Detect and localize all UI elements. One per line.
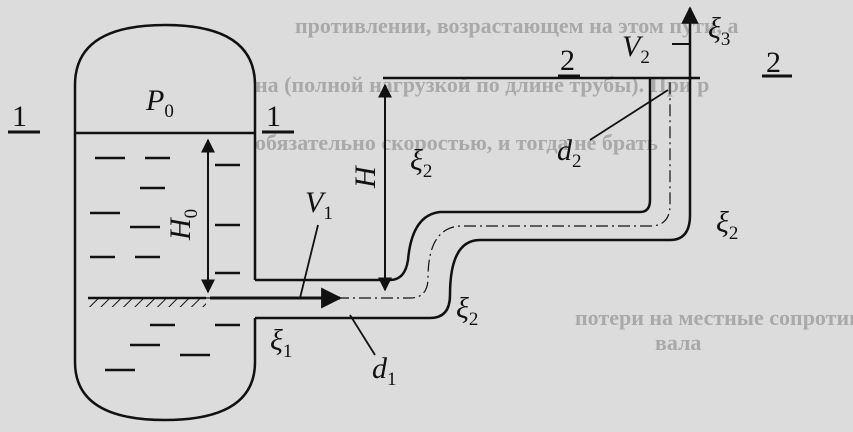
xi3-label: ξ3 (708, 12, 730, 50)
p0-label: P0 (145, 84, 174, 122)
h0-label: H0 (164, 209, 202, 241)
d2-leader (589, 89, 669, 141)
v2-label: V2 (622, 30, 650, 68)
d2-label: d2 (557, 134, 582, 172)
section-label-right-2: 2 (766, 46, 781, 79)
svg-text:H0: H0 (164, 209, 202, 241)
xi2-label-bend: ξ2 (716, 206, 738, 244)
tank (73, 23, 257, 422)
xi2-label-vertical: ξ2 (410, 144, 432, 182)
section-label-left-2: 2 (560, 44, 575, 77)
v1-leader (299, 224, 319, 299)
h-label: H (349, 164, 382, 189)
pipe (255, 78, 692, 320)
bg-text-line-2: на (полной нагрузкой по длине трубы). Пр… (255, 72, 709, 97)
pipe-lower-wall (255, 78, 692, 320)
xi2-label-lower: ξ2 (456, 292, 478, 330)
background-text: противлении, возрастающем на этом пути, … (255, 13, 853, 355)
tank-outline-bottom (73, 300, 257, 422)
pipe-centerline (205, 80, 671, 299)
d1-leader (349, 314, 376, 356)
section-label-left-1: 1 (12, 100, 27, 133)
bg-text-line-3: обязательно скоростью, и тогда не брать (255, 130, 658, 155)
svg-text:H: H (349, 164, 382, 189)
labels: 1 1 2 2 P0 H0 H V1 V2 d1 d2 ξ1 ξ2 ξ2 ξ2 … (12, 12, 781, 390)
datum-reference (88, 296, 206, 307)
d1-label: d1 (372, 352, 397, 390)
tank-outline-top (73, 23, 257, 300)
v1-label: V1 (305, 186, 333, 224)
bg-text-line-1: противлении, возрастающем на этом пути, … (295, 13, 739, 38)
bg-text-line-4: потери на местные сопротивления при (575, 305, 853, 330)
xi1-label: ξ1 (270, 324, 292, 362)
leader-lines (299, 89, 669, 356)
section-label-right-1: 1 (266, 100, 281, 133)
liquid-dashes (90, 156, 240, 372)
bg-text-line-5: вала (655, 330, 701, 355)
pipe-upper-wall (255, 78, 652, 282)
